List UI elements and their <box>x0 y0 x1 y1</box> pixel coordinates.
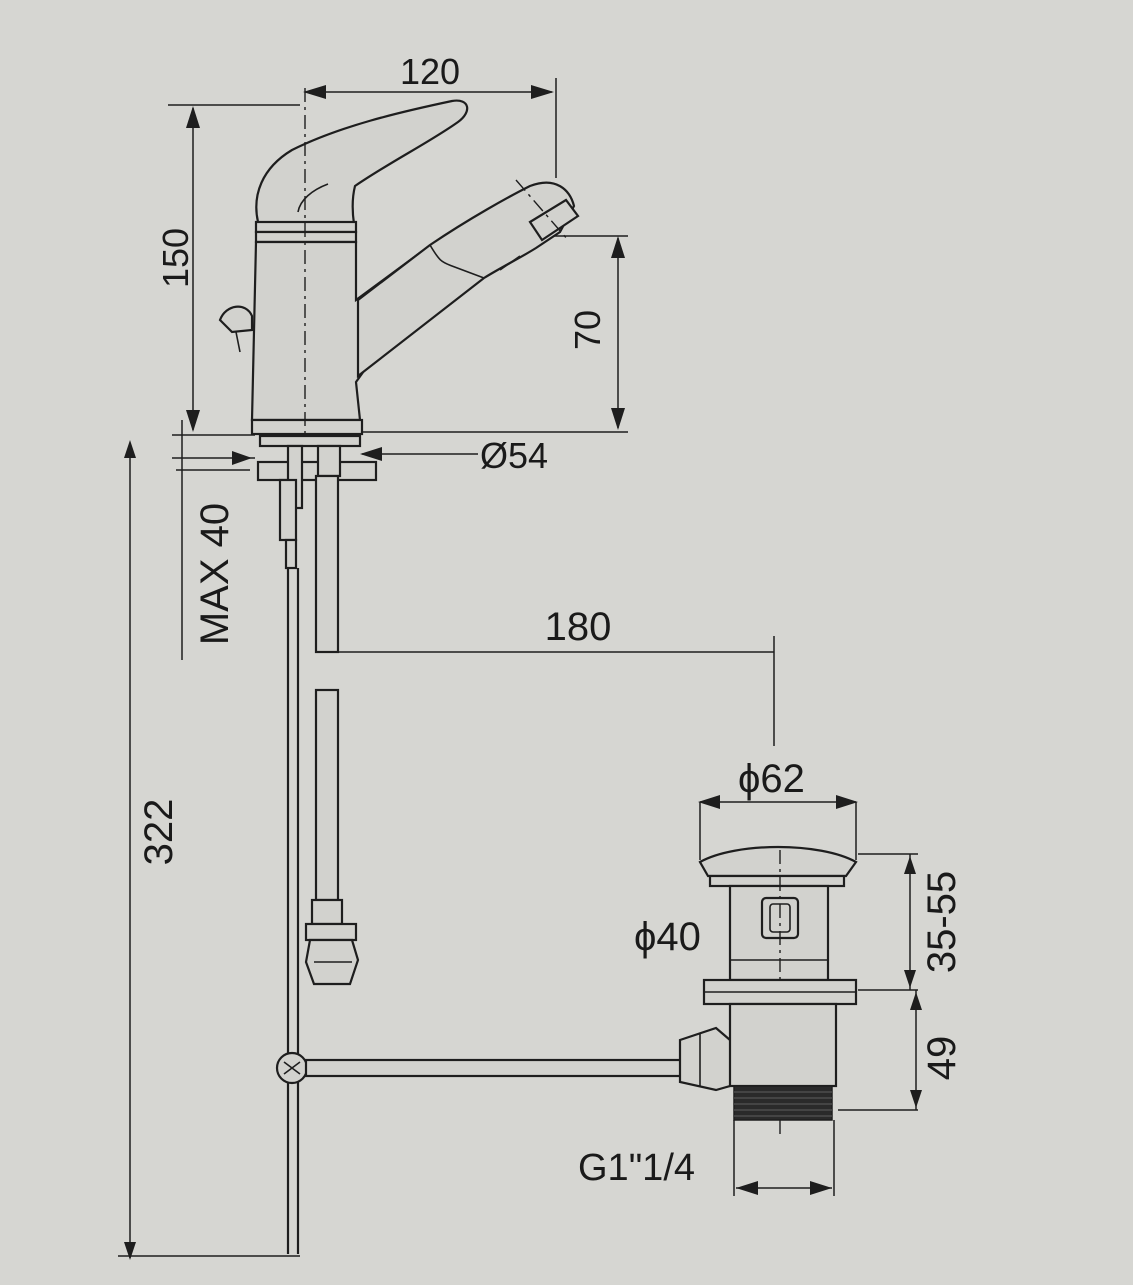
label-flange-diameter: ϕ62 <box>738 757 805 801</box>
dim-base-diameter <box>360 447 478 461</box>
label-spout-reach: 120 <box>400 51 460 92</box>
supply-hoses <box>278 474 360 1254</box>
dim-mixer-height <box>168 104 300 432</box>
dim-drain-offset <box>320 636 775 746</box>
label-body-diameter: ϕ40 <box>634 915 701 959</box>
label-overall-height: 322 <box>137 799 181 866</box>
label-tail-length: 49 <box>920 1036 964 1081</box>
label-max-deck: MAX 40 <box>193 503 237 645</box>
label-spout-height: 70 <box>567 310 608 350</box>
mixer-body <box>218 88 580 510</box>
thread-lines <box>734 1091 832 1117</box>
label-drain-offset: 180 <box>545 605 612 649</box>
label-adjustable-range: 35-55 <box>920 871 964 973</box>
dim-max-deck <box>172 420 255 660</box>
dim-spout-reach <box>303 78 557 178</box>
label-mixer-height: 150 <box>155 228 196 288</box>
label-base-diameter: Ø54 <box>480 435 548 476</box>
label-thread-size: G1"1/4 <box>578 1147 695 1189</box>
pivot-rod <box>275 1026 736 1092</box>
dim-spout-height <box>360 235 628 433</box>
drain-assembly <box>698 795 858 1196</box>
dim-overall-height <box>118 440 300 1260</box>
dim-right-side <box>838 853 922 1111</box>
